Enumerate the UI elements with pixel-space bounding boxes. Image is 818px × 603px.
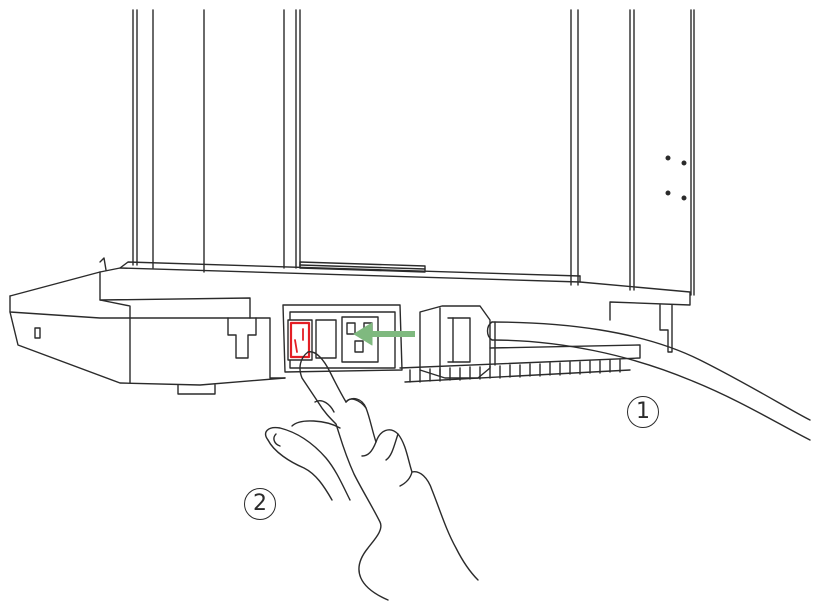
top-rail	[299, 261, 426, 273]
step-2-ring	[244, 488, 276, 520]
cable-strain-relief	[399, 321, 641, 383]
printer-frame-right	[570, 9, 695, 296]
hand-illustration	[264, 351, 479, 601]
step-1-ring	[627, 396, 659, 428]
power-switch-icon[interactable]	[287, 319, 313, 361]
step-2-label: 2	[253, 491, 267, 516]
printer-frame-left	[132, 9, 301, 273]
power-cable	[486, 321, 811, 441]
insert-arrow-icon	[353, 322, 415, 346]
printer-base	[9, 257, 691, 395]
step-1-label: 1	[636, 399, 650, 424]
